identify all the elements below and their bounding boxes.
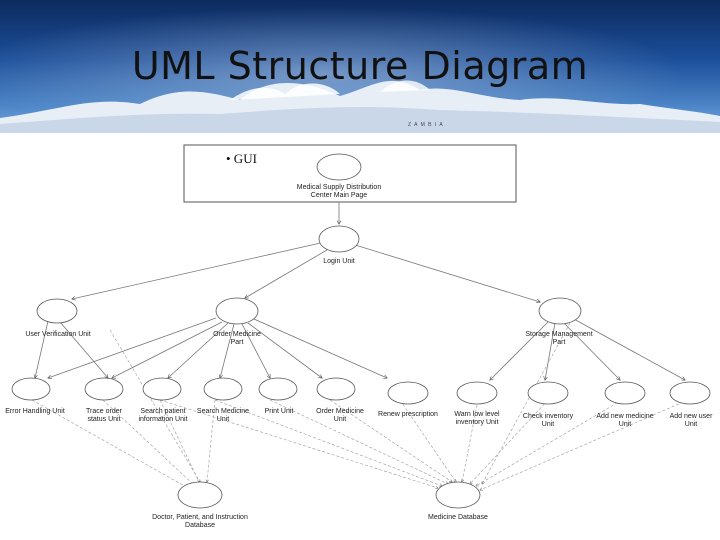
label-error-handling: Error Handling Unit: [5, 408, 65, 415]
uml-structure-diagram: [11, 144, 711, 509]
node-doctor-patient-db: [177, 481, 223, 509]
node-trace-order: [84, 377, 124, 401]
node-print: [258, 377, 298, 401]
label-login: Login Unit: [323, 258, 355, 265]
header-caption: Z A M B I A: [408, 122, 444, 128]
diagram-connectors: [35, 202, 685, 380]
node-error-handling: [11, 377, 51, 401]
node-renew-prescription: [387, 381, 429, 405]
label-medicine-db: Medicine Database: [428, 514, 488, 521]
node-order-medicine: [316, 377, 356, 401]
node-medicine-db: [435, 481, 481, 509]
node-user-verification: [36, 298, 78, 324]
slide-title: UML Structure Diagram: [131, 44, 589, 88]
node-add-new-medicine: [604, 381, 646, 405]
database-connectors: [31, 322, 689, 490]
node-search-patient: [142, 377, 182, 401]
label-order-medicine-part: Order Medicine Part: [213, 331, 261, 346]
label-renew-prescription: Renew prescription: [378, 411, 438, 418]
label-order-medicine: Order Medicine Unit: [316, 408, 364, 423]
label-warn-low-level: Warn low level inventory Unit: [454, 411, 500, 426]
node-add-new-user: [669, 381, 711, 405]
label-add-new-medicine: Add new medicine Unit: [596, 413, 654, 428]
label-storage-management: Storage Management Part: [525, 331, 593, 346]
label-trace-order: Trace order status Unit: [86, 408, 122, 423]
sky-header-banner: Z A M B I A UML Structure Diagram: [0, 0, 720, 133]
label-add-new-user: Add new user Unit: [669, 413, 713, 428]
label-print: Print Unit: [264, 408, 294, 415]
label-search-patient: Search patient information Unit: [138, 408, 188, 423]
label-search-medicine: Search Medicine Unit: [196, 408, 250, 423]
gui-label: • GUI: [226, 151, 257, 166]
label-main-page: Medical Supply Distribution Center Main …: [296, 184, 382, 199]
node-storage-management: [538, 297, 582, 325]
node-warn-low-level: [456, 381, 498, 405]
node-main-page: [316, 153, 362, 181]
node-order-medicine-part: [215, 297, 259, 325]
sky-background-image: [0, 0, 720, 133]
label-check-inventory: Check inventory Unit: [522, 413, 574, 428]
node-login: [318, 225, 360, 253]
label-doctor-patient-db: Doctor, Patient, and Instruction Databas…: [152, 514, 248, 529]
node-check-inventory: [527, 381, 569, 405]
label-user-verification: User Verification Unit: [25, 331, 91, 338]
node-search-medicine: [203, 377, 243, 401]
gui-frame: [183, 144, 517, 203]
